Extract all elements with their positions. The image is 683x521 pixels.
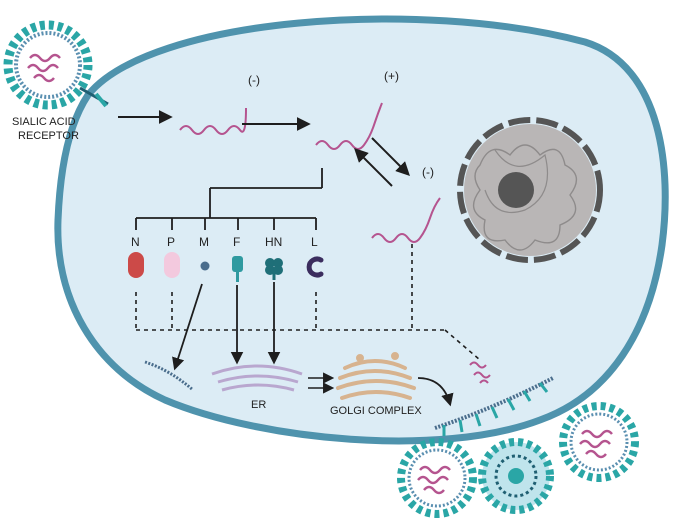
released-virion-2 (478, 438, 554, 514)
receptor-label-line2: RECEPTOR (18, 130, 79, 142)
protein-n (128, 252, 144, 278)
incoming-virion (3, 20, 109, 110)
rna-plus-label: (+) (384, 69, 399, 83)
protein-m (200, 261, 210, 271)
golgi-to-membrane-arrow (417, 377, 454, 407)
rna-minus-2-label: (-) (422, 165, 434, 179)
receptor-label-line1: SIALIC ACID (12, 116, 76, 128)
gene-label-p: P (167, 235, 175, 249)
budding-region (434, 361, 554, 436)
gene-label-hn: HN (265, 235, 282, 249)
rna-minus-1 (179, 107, 247, 135)
membrane-m-proteins (144, 360, 194, 392)
protein-p (164, 252, 180, 278)
er-label: ER (251, 399, 266, 411)
gene-tree (135, 168, 323, 230)
nucleus (457, 117, 603, 263)
protein-f (232, 256, 243, 282)
gene-label-m: M (199, 235, 209, 249)
nucleolus (498, 172, 534, 208)
rna-minus-1-label: (-) (248, 73, 260, 87)
protein-l (306, 256, 324, 278)
released-virion-1 (397, 438, 477, 518)
replication-arrow-up (354, 148, 393, 187)
golgi-complex (336, 352, 416, 400)
replication-arrow-down (371, 137, 410, 176)
m-to-membrane-arrow (172, 283, 203, 371)
golgi-label: GOLGI COMPLEX (330, 405, 422, 417)
endoplasmic-reticulum (211, 364, 303, 392)
released-virion-3 (559, 402, 639, 482)
gene-label-l: L (311, 235, 318, 249)
gene-label-n: N (131, 235, 140, 249)
gene-label-f: F (233, 235, 240, 249)
rna-plus (315, 102, 383, 150)
protein-hn (265, 258, 283, 280)
rna-minus-2 (371, 197, 441, 243)
